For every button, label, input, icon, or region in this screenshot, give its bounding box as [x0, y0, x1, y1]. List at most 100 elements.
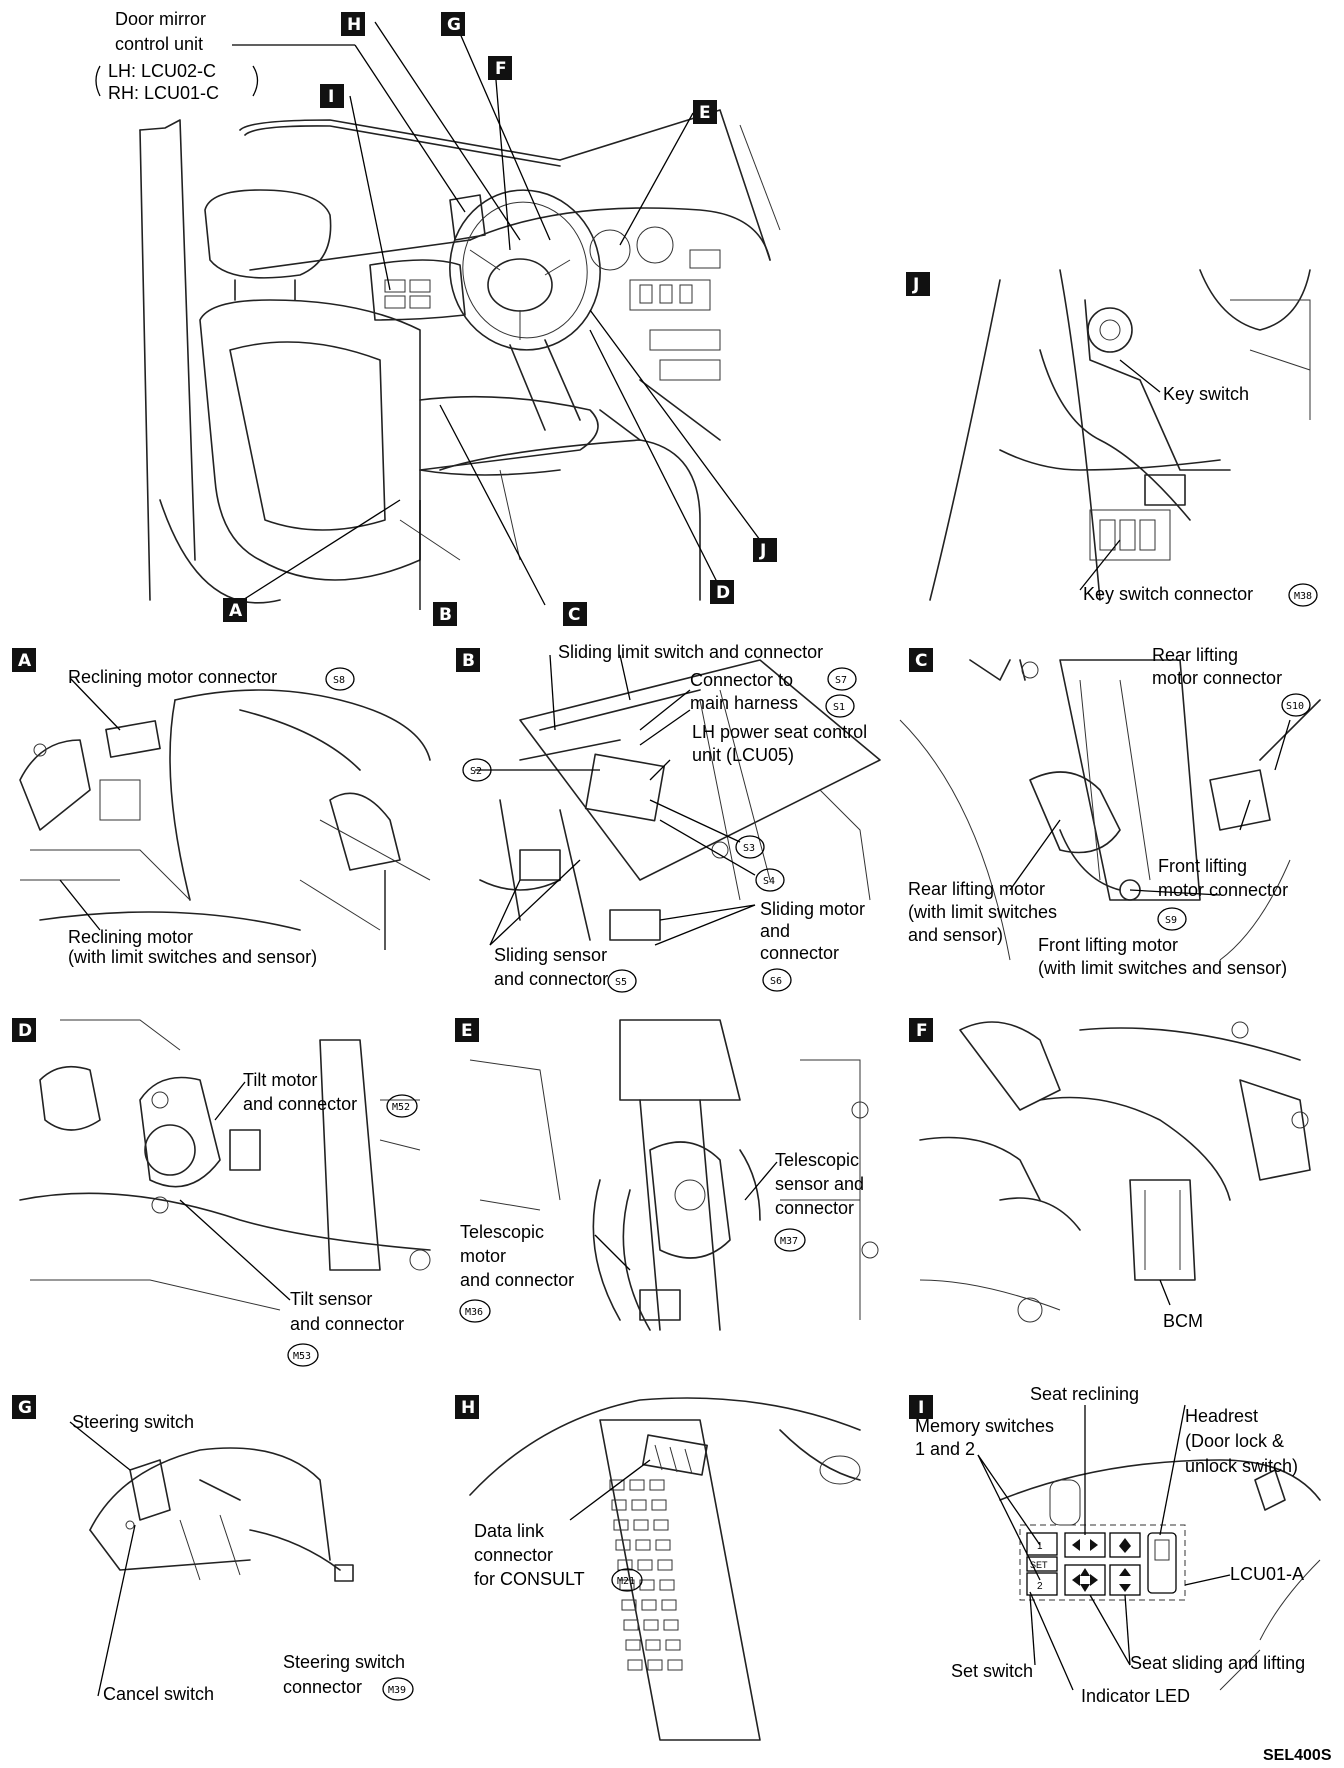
d-connector-m52: M52 — [386, 1094, 418, 1118]
panel-e: E — [455, 1018, 879, 1331]
badge-j-main: J — [753, 538, 777, 562]
svg-text:M21: M21 — [617, 1576, 635, 1587]
c-rear-connector-label-line2: motor connector — [1152, 668, 1282, 688]
b-connector-s3: S3 — [735, 835, 765, 859]
panel-i: I — [909, 1395, 1321, 1691]
svg-text:D: D — [18, 1021, 32, 1041]
e-telescopic-motor-label-line1: Telescopic — [460, 1222, 544, 1242]
a-reclining-motor-label-line1: Reclining motor — [68, 927, 193, 947]
svg-text:S8: S8 — [333, 675, 345, 686]
b-connector-s4: S4 — [755, 868, 785, 892]
c-front-motor-label-line1: Front lifting motor — [1038, 935, 1178, 955]
b-connector-s2: S2 — [462, 758, 492, 782]
h-data-link-label-line3: for CONSULT — [474, 1569, 585, 1589]
svg-text:M36: M36 — [465, 1307, 483, 1318]
i-memory-switches-label-line2: 1 and 2 — [915, 1439, 975, 1459]
b-connector-s5: S5 — [607, 969, 637, 993]
i-headrest-label-line1: Headrest — [1185, 1406, 1258, 1426]
j-key-switch-label: Key switch — [1163, 384, 1249, 404]
panel-b: B — [456, 648, 881, 946]
panel-h: H — [455, 1395, 861, 1741]
svg-text:S3: S3 — [743, 843, 755, 854]
b-sliding-limit-label: Sliding limit switch and connector — [558, 642, 823, 662]
e-connector-m36: M36 — [459, 1299, 491, 1323]
svg-text:S9: S9 — [1165, 915, 1177, 926]
badge-f: F — [488, 56, 512, 80]
g-connector-m39: M39 — [382, 1677, 414, 1701]
b-sliding-motor-label-line2: and — [760, 921, 790, 941]
b-lh-power-seat-label-line2: unit (LCU05) — [692, 745, 794, 765]
i-memory-switches-label-line1: Memory switches — [915, 1416, 1054, 1436]
panel-j: J — [906, 269, 1311, 601]
i-memory-button-1: 1 — [1037, 1541, 1043, 1552]
j-connector-m38: M38 — [1288, 583, 1318, 607]
g-cancel-switch-label: Cancel switch — [103, 1684, 214, 1704]
d-connector-m53: M53 — [287, 1343, 319, 1367]
b-connector-main-label-line2: main harness — [690, 693, 798, 713]
b-connector-s1: S1 — [825, 694, 855, 718]
badge-h: H — [341, 12, 365, 36]
badge-e: E — [693, 100, 717, 124]
c-rear-motor-label-line3: and sensor) — [908, 925, 1003, 945]
panel-f: F — [909, 1018, 1311, 1323]
panel-a: A — [12, 648, 431, 950]
svg-text:F: F — [495, 59, 507, 79]
svg-text:M38: M38 — [1294, 591, 1312, 602]
svg-text:S4: S4 — [763, 876, 775, 887]
svg-text:E: E — [699, 103, 711, 123]
f-bcm-label: BCM — [1163, 1311, 1203, 1331]
svg-text:B: B — [462, 651, 475, 671]
b-sliding-motor-label-line1: Sliding motor — [760, 899, 865, 919]
i-headrest-label-line2: (Door lock & — [1185, 1431, 1284, 1451]
badge-b-main: B — [433, 602, 457, 626]
j-key-switch-connector-label: Key switch connector — [1083, 584, 1253, 604]
svg-text:A: A — [18, 651, 32, 671]
badge-g: G — [441, 12, 465, 36]
d-tilt-sensor-label-line1: Tilt sensor — [290, 1289, 372, 1309]
svg-text:H: H — [461, 1398, 475, 1418]
svg-text:A: A — [229, 601, 243, 621]
svg-text:S2: S2 — [470, 766, 482, 777]
b-sliding-sensor-label-line1: Sliding sensor — [494, 945, 607, 965]
h-data-link-label-line1: Data link — [474, 1521, 545, 1541]
c-front-connector-label-line1: Front lifting — [1158, 856, 1247, 876]
svg-text:C: C — [915, 651, 927, 671]
c-front-connector-label-line2: motor connector — [1158, 880, 1288, 900]
d-tilt-motor-label-line2: and connector — [243, 1094, 357, 1114]
e-telescopic-motor-label-line3: and connector — [460, 1270, 574, 1290]
svg-text:S6: S6 — [770, 976, 782, 987]
door-mirror-label-line1: Door mirror — [115, 9, 206, 29]
svg-text:S10: S10 — [1286, 701, 1304, 712]
a-reclining-motor-label-line2: (with limit switches and sensor) — [68, 947, 317, 967]
e-telescopic-sensor-label-line3: connector — [775, 1198, 854, 1218]
i-memory-button-2: 2 — [1037, 1581, 1043, 1592]
c-connector-s10: S10 — [1281, 693, 1311, 717]
i-lcu01a-label: LCU01-A — [1230, 1564, 1304, 1584]
e-connector-m37: M37 — [774, 1228, 806, 1252]
e-telescopic-motor-label-line2: motor — [460, 1246, 506, 1266]
svg-text:B: B — [439, 605, 452, 625]
main-leaders — [232, 21, 761, 610]
svg-text:M52: M52 — [392, 1102, 410, 1113]
i-set-button: SET — [1030, 1560, 1048, 1570]
svg-text:J: J — [912, 275, 919, 295]
d-tilt-sensor-label-line2: and connector — [290, 1314, 404, 1334]
svg-text:I: I — [328, 87, 334, 107]
svg-text:S1: S1 — [833, 702, 845, 713]
b-connector-main-label-line1: Connector to — [690, 670, 793, 690]
main-interior-view — [139, 109, 781, 604]
svg-text:M53: M53 — [293, 1351, 311, 1362]
g-steering-connector-label-line1: Steering switch — [283, 1652, 405, 1672]
b-sliding-sensor-label-line2: and connector — [494, 969, 608, 989]
panel-g: G — [12, 1395, 354, 1697]
h-data-link-label-line2: connector — [474, 1545, 553, 1565]
svg-text:M37: M37 — [780, 1236, 798, 1247]
c-rear-motor-label-line1: Rear lifting motor — [908, 879, 1045, 899]
i-seat-sliding-label: Seat sliding and lifting — [1130, 1653, 1305, 1673]
panel-d: D — [12, 1018, 431, 1311]
h-connector-m21: M21 — [611, 1568, 643, 1592]
svg-text:H: H — [347, 15, 361, 35]
e-telescopic-sensor-label-line1: Telescopic — [775, 1150, 859, 1170]
svg-text:S5: S5 — [615, 977, 627, 988]
